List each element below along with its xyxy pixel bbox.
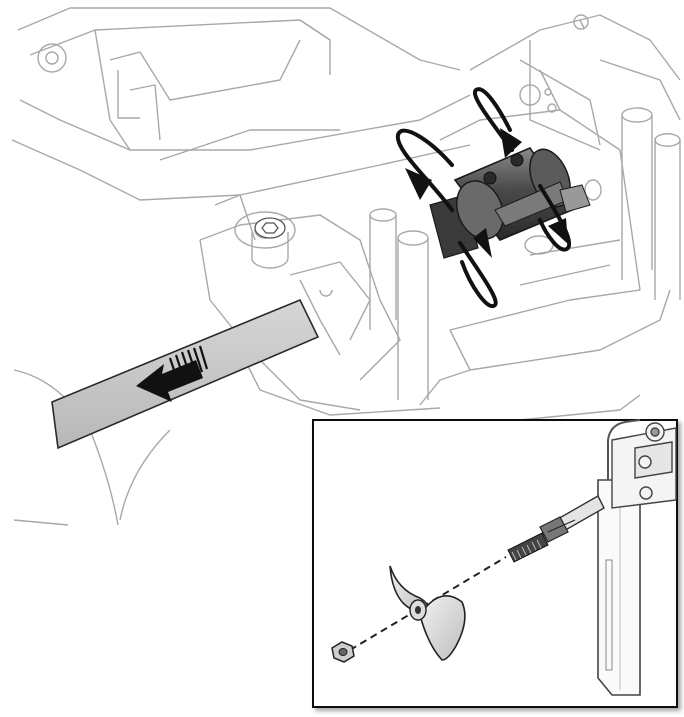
- rotate-arrow-right-heads: [500, 128, 568, 244]
- rotate-arrow-left-heads: [405, 168, 492, 258]
- rotate-arrow-right: [472, 87, 572, 252]
- prop-nut: [331, 641, 355, 663]
- rotate-arrow-left: [395, 128, 498, 309]
- pull-out-arrow: [136, 345, 209, 402]
- threaded-prop-shaft: [507, 532, 549, 563]
- hull-outline: [11, 7, 681, 526]
- rudder-bracket: [611, 422, 677, 509]
- pushrod-wire: [607, 419, 641, 480]
- inset-drawing: [331, 419, 677, 696]
- stuffing-tube: [539, 495, 605, 543]
- shaft-coupler: [453, 147, 591, 241]
- rudder: [597, 479, 641, 696]
- motor-mount-screw: [254, 217, 286, 239]
- alignment-dashed-line: [349, 556, 507, 651]
- propeller: [389, 565, 466, 661]
